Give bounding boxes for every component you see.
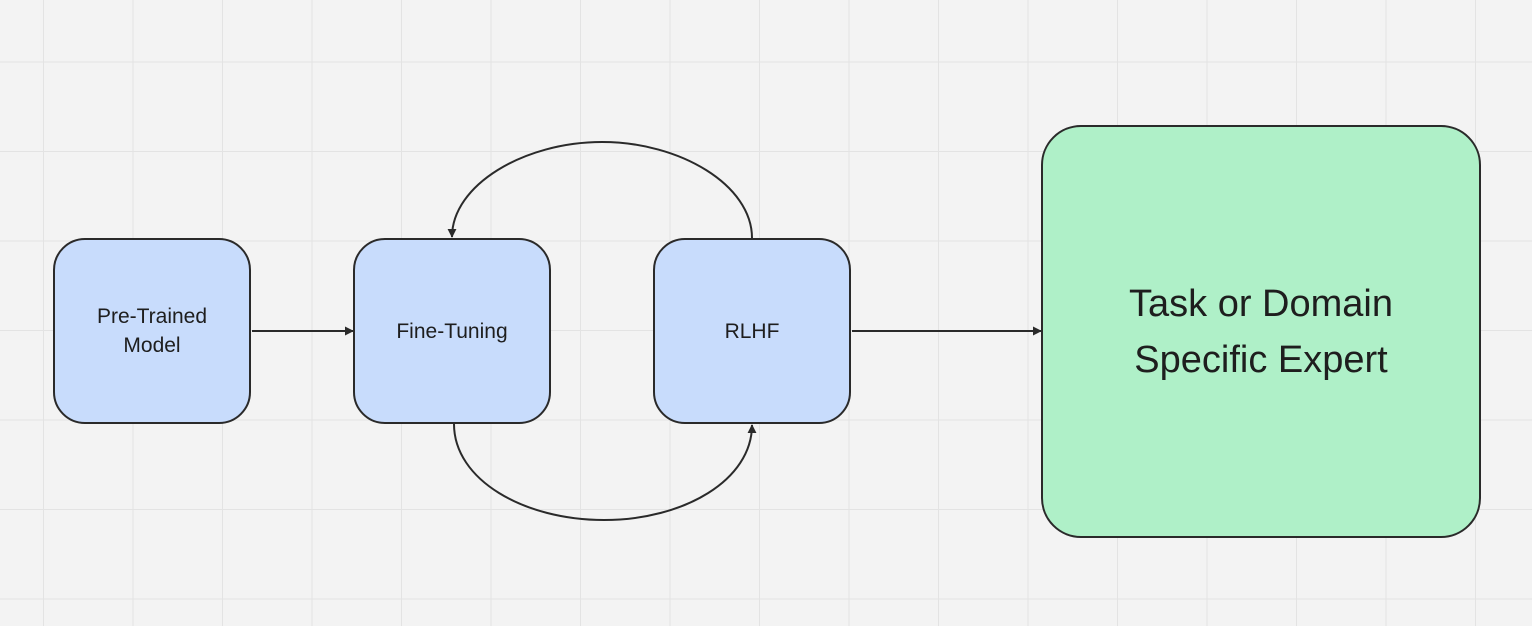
node-rlhf[interactable]: RLHF — [653, 238, 851, 424]
node-rlhf-label: RLHF — [724, 319, 780, 343]
node-fine-tuning-label: Fine-Tuning — [396, 319, 508, 343]
node-task-or-domain-specific-expert[interactable]: Task or Domain Specific Expert — [1041, 125, 1481, 538]
node-pre-trained-model-label: Pre-Trained Model — [96, 305, 208, 357]
edge-rlhf-to-finetuning[interactable] — [447, 140, 753, 239]
node-pre-trained-model[interactable]: Pre-Trained Model — [53, 238, 251, 424]
edge-finetuning-to-rlhf[interactable] — [453, 423, 757, 522]
node-task-or-domain-specific-expert-label: Task or Domain Specific Expert — [1129, 282, 1393, 381]
node-fine-tuning[interactable]: Fine-Tuning — [353, 238, 551, 424]
